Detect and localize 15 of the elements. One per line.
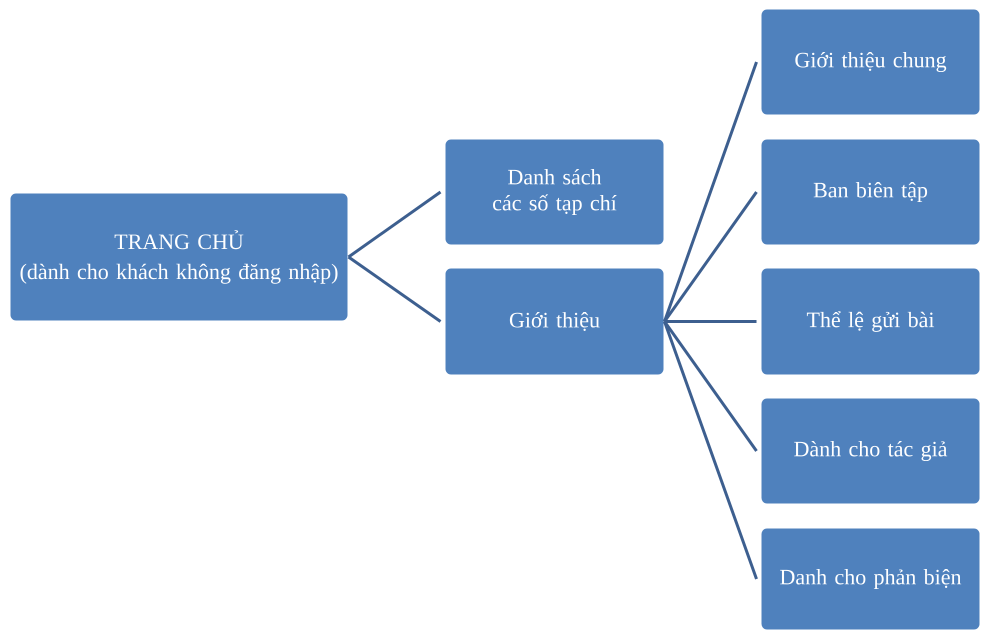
connector-line [663, 191, 758, 322]
connector-line [663, 62, 758, 322]
connector-line [663, 320, 758, 452]
menu-box: Danh sách các số tạp chí [444, 138, 664, 246]
connector-line [663, 320, 758, 580]
menu-box: TRANG CHỦ (dành cho khách không đăng nhập) [10, 192, 348, 322]
menu-box: Giới thiệu chung [760, 8, 980, 116]
menu-box: Giới thiệu [444, 268, 664, 376]
connector-line [664, 320, 756, 323]
menu-box: Danh cho phản biện [760, 528, 980, 630]
menu-box: Thể lệ gửi bài [760, 268, 980, 376]
menu-box: Ban biên tập [760, 138, 980, 246]
connector-line [348, 256, 442, 323]
connector-line [348, 190, 442, 258]
menu-box: Dành cho tác giả [760, 398, 980, 504]
